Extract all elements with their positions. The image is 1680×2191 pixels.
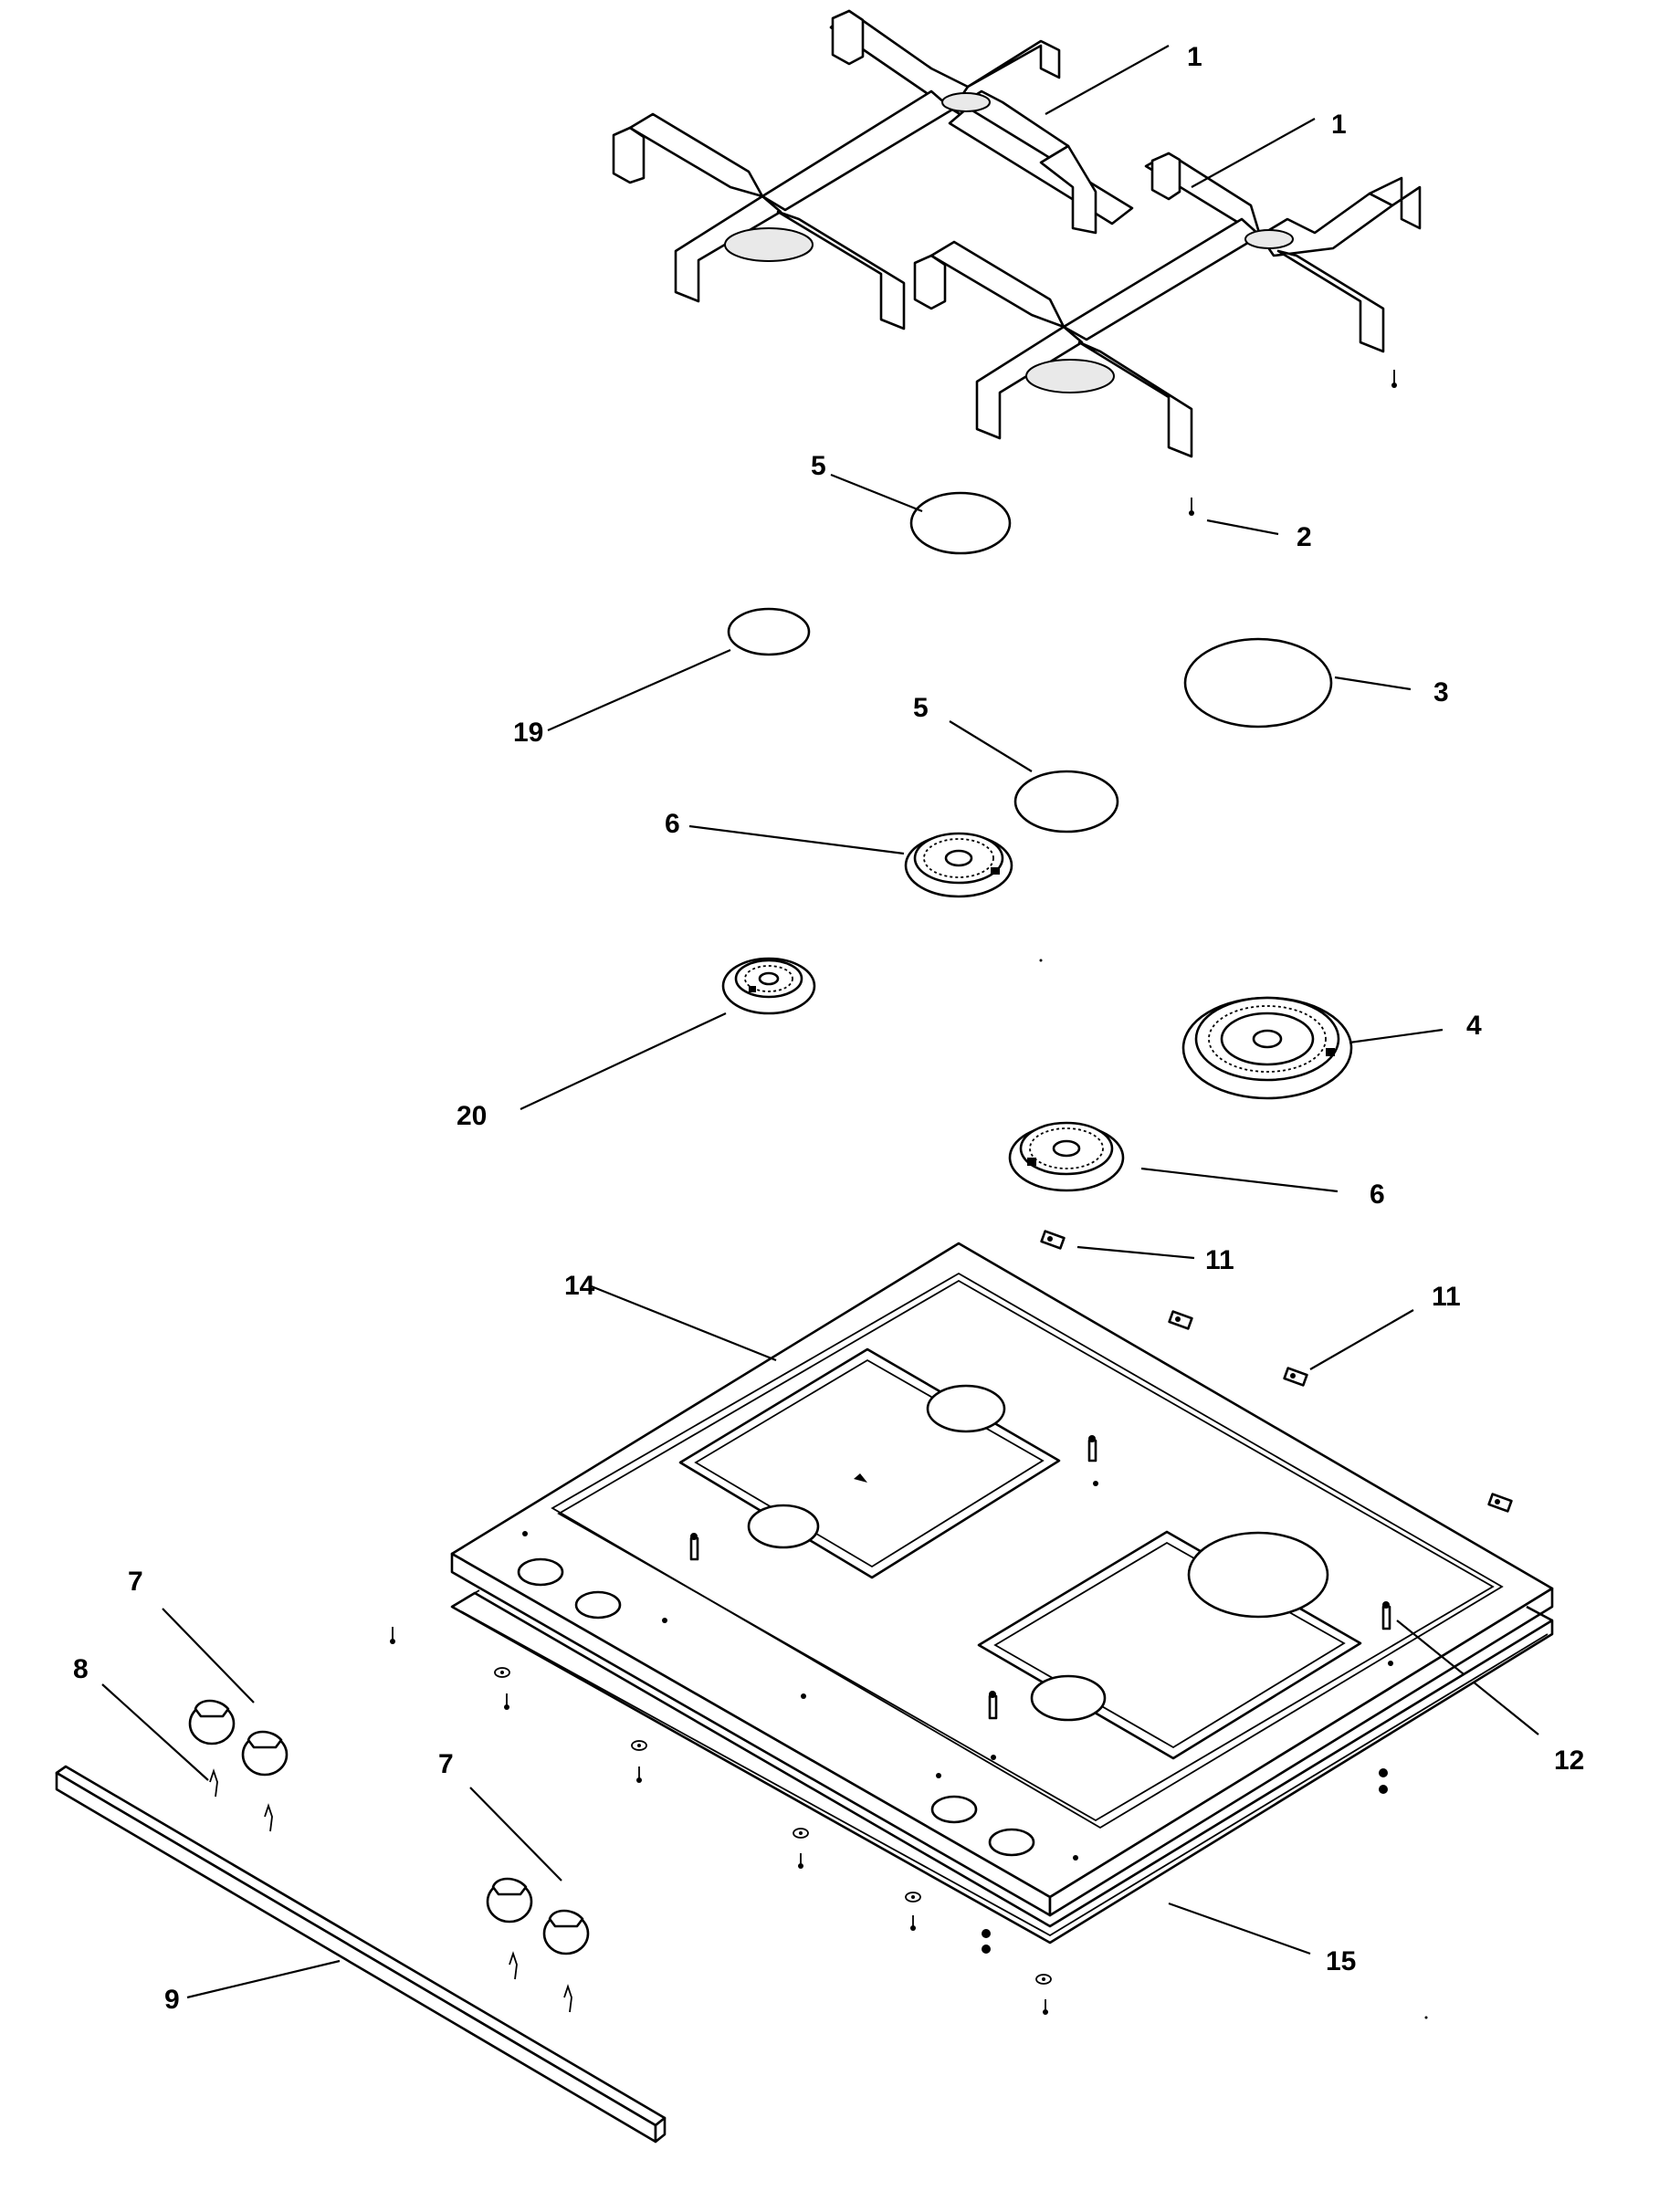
knob-left-pair: [188, 1699, 289, 1777]
leader-screw-grate: [1206, 519, 1279, 536]
grate-right: [913, 152, 1422, 458]
screw-grate-right: [1391, 370, 1397, 388]
knob-right-pair: [486, 1877, 590, 1955]
label-cap-small: 19: [513, 718, 543, 748]
leader-knob-left: [162, 1608, 255, 1704]
leader-grate-a: [1045, 45, 1170, 115]
electrode-1: [1087, 1435, 1097, 1462]
label-grate-a: 1: [1187, 42, 1202, 72]
label-cap-large: 3: [1433, 677, 1449, 708]
leader-knob-clip: [101, 1683, 209, 1781]
spring-clip-2: [1168, 1310, 1193, 1330]
leader-burner-small: [520, 1012, 727, 1110]
leader-burner-medium-mid: [688, 824, 905, 855]
screw-part-2: [1189, 498, 1194, 516]
spring-clip-3: [1283, 1367, 1308, 1387]
cap-large: [1183, 637, 1333, 729]
leader-cap-medium-mid: [949, 720, 1033, 772]
trim-strip: [55, 1765, 667, 2144]
gasket: [450, 1589, 1554, 1945]
leader-cap-small: [547, 648, 731, 732]
label-cooktop: 14: [564, 1271, 595, 1301]
burner-small: [721, 957, 816, 1015]
label-knob-left: 7: [128, 1567, 143, 1597]
leader-gasket: [1168, 1902, 1311, 1955]
label-cap-medium-mid: 5: [913, 693, 929, 723]
label-knob-right: 7: [438, 1749, 454, 1779]
leader-knob-right: [469, 1787, 562, 1882]
leader-trim-strip: [186, 1959, 341, 1999]
cap-medium-mid: [1013, 770, 1119, 833]
label-burner-small: 20: [457, 1101, 487, 1131]
label-cap-medium-top: 5: [811, 451, 826, 481]
spring-clip-4: [1487, 1493, 1513, 1513]
electrode-2: [689, 1533, 699, 1561]
leader-spring-clip-a: [1076, 1245, 1195, 1260]
cap-medium-top: [909, 491, 1012, 555]
leader-burner-medium-low: [1140, 1167, 1339, 1193]
cap-small: [727, 607, 811, 656]
label-burner-medium-low: 6: [1370, 1179, 1385, 1210]
label-screw-grate: 2: [1297, 522, 1312, 552]
cooktop: [450, 1242, 1554, 1917]
label-trim-strip: 9: [164, 1985, 180, 2015]
leader-grate-b: [1191, 118, 1316, 188]
leader-cooktop: [588, 1284, 777, 1362]
electrode-4: [1381, 1601, 1391, 1630]
label-grate-b: 1: [1331, 110, 1347, 140]
leader-cap-large: [1334, 676, 1412, 691]
label-burner-medium-mid: 6: [665, 809, 680, 839]
leader-cap-medium-top: [830, 473, 923, 513]
label-knob-clip: 8: [73, 1654, 89, 1684]
grate-left: [612, 9, 1134, 330]
burner-medium-mid: [904, 832, 1013, 898]
label-spring-clip-b: 11: [1432, 1282, 1461, 1312]
leader-spring-clip-b: [1309, 1309, 1414, 1370]
leader-burner-large: [1349, 1028, 1444, 1044]
burner-large: [1181, 996, 1353, 1100]
burner-medium-low: [1008, 1121, 1125, 1192]
label-burner-large: 4: [1466, 1011, 1482, 1041]
knob-clips: [209, 1768, 572, 2013]
screws-under-cooktop: [390, 1627, 1388, 2015]
label-electrode: 12: [1554, 1745, 1584, 1776]
label-spring-clip-a: 11: [1205, 1245, 1234, 1275]
label-gasket: 15: [1326, 1946, 1356, 1976]
electrode-3: [988, 1691, 998, 1720]
spring-clip-1: [1040, 1230, 1066, 1250]
